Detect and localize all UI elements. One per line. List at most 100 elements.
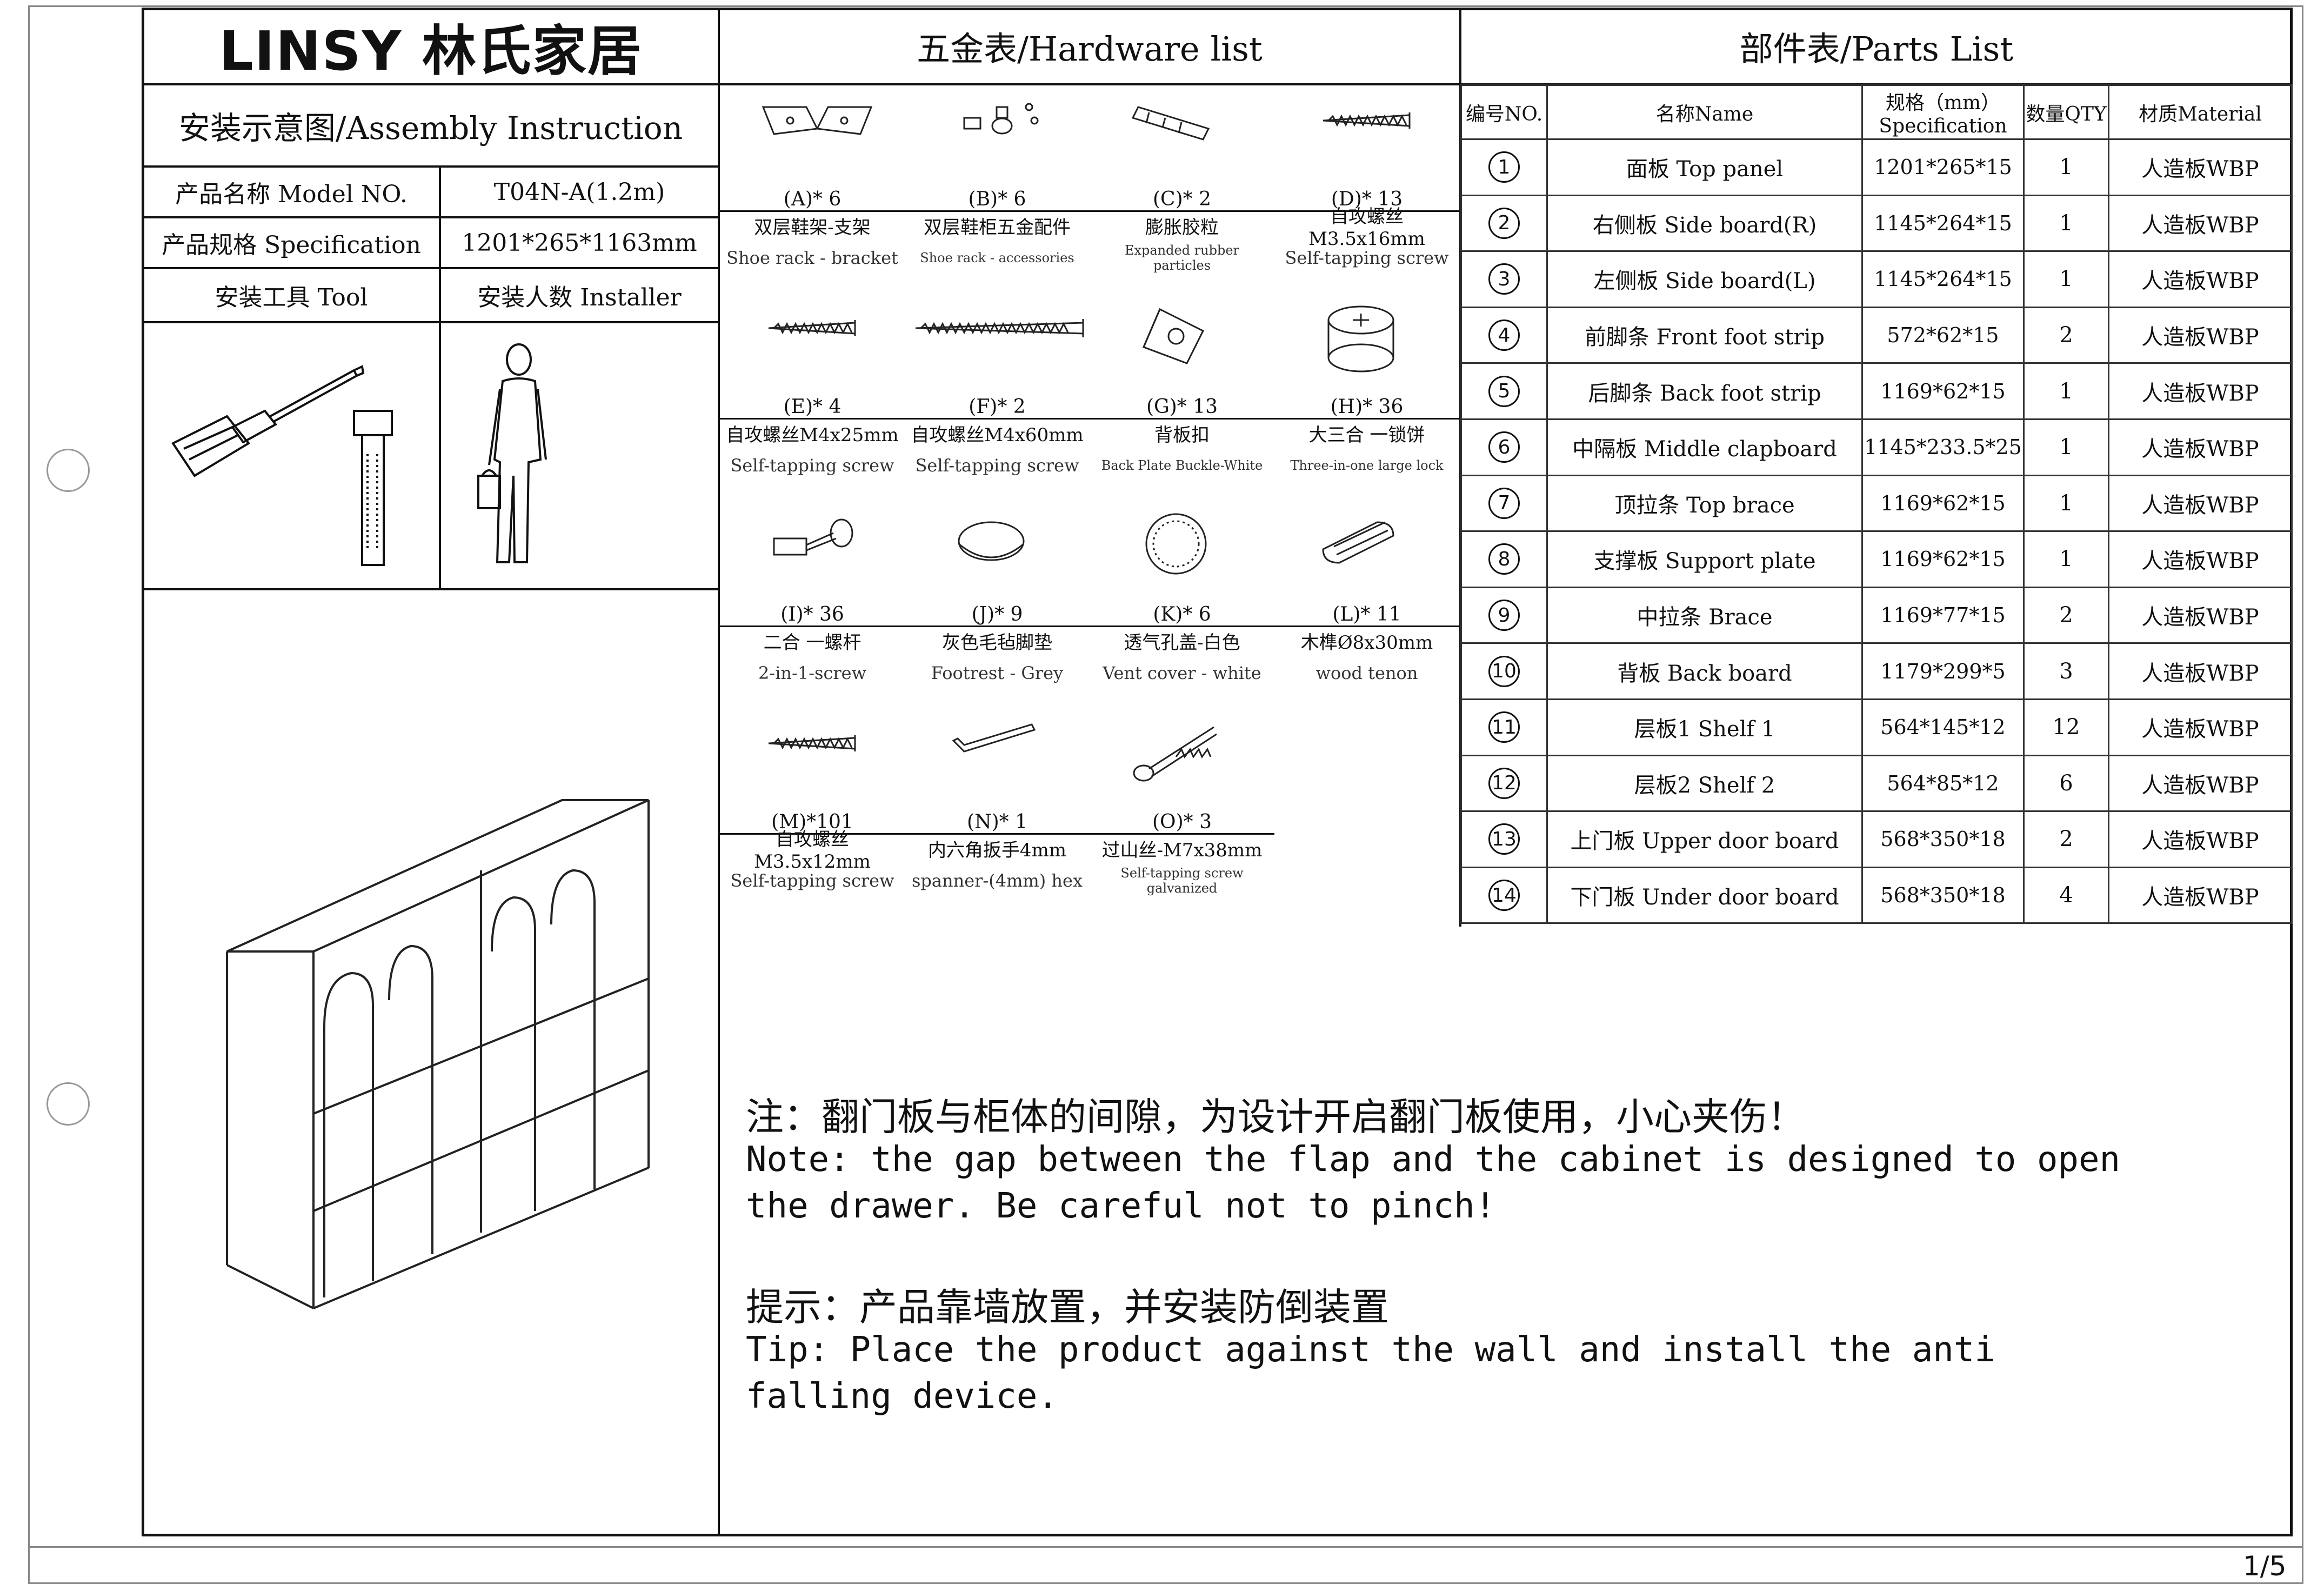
hardware-code: (G)* 13 (1090, 396, 1274, 420)
part-qty: 1 (2023, 194, 2109, 252)
part-name: 后脚条 Back foot strip (1546, 362, 1863, 420)
hardware-name-en: Three-in-one large lock (1290, 458, 1444, 473)
part-no: 12 (1460, 754, 1548, 813)
note-en: Note: the gap between the flap and the c… (746, 1140, 2121, 1226)
hardware-code: (F)* 2 (905, 396, 1090, 420)
hardware-name-cn: 大三合 一锁饼 (1308, 424, 1425, 446)
vent-cover-icon (1145, 513, 1207, 575)
divider (718, 8, 720, 1536)
divider (142, 321, 719, 323)
hardware-name-en: Self-tapping screw (915, 455, 1079, 476)
hardware-item: (J)* 9 灰色毛毡脚垫 Footrest - Grey (905, 501, 1090, 708)
part-name: 下门板 Under door board (1546, 866, 1863, 924)
divider (1459, 8, 1461, 927)
part-no: 1 (1460, 138, 1548, 196)
hardware-code: (L)* 11 (1274, 603, 1459, 627)
part-qty: 6 (2023, 754, 2109, 813)
part-name: 左侧板 Side board(L) (1546, 250, 1863, 308)
screwdriver-hammer-icon (171, 365, 393, 566)
part-no: 5 (1460, 362, 1548, 420)
part-spec: 1169*62*15 (1861, 362, 2025, 420)
hardware-name-cn: 自攻螺丝M4x25mm (726, 424, 899, 446)
part-no: 2 (1460, 194, 1548, 252)
bolt-screw-icon (1133, 726, 1217, 782)
part-material: 人造板WBP (2108, 586, 2293, 644)
part-qty: 2 (2023, 306, 2109, 364)
part-spec: 1169*77*15 (1861, 586, 2025, 644)
part-qty: 1 (2023, 138, 2109, 196)
part-name: 背板 Back board (1546, 642, 1863, 700)
part-material: 人造板WBP (2108, 194, 2293, 252)
col-header-material: 材质Material (2108, 84, 2293, 140)
part-qty: 1 (2023, 418, 2109, 476)
hardware-name-cn: 膨胀胶粒 (1145, 216, 1219, 238)
hardware-code: (K)* 6 (1090, 603, 1274, 627)
hardware-name-en: 2-in-1-screw (758, 663, 866, 683)
part-spec: 1201*265*15 (1861, 138, 2025, 196)
spec-label: 产品规格 Specification (162, 231, 421, 259)
hardware-name-en: Back Plate Buckle-White (1101, 458, 1263, 473)
hardware-list-title: 五金表/Hardware list (917, 29, 1263, 69)
part-spec: 1145*233.5*25 (1861, 418, 2025, 476)
part-spec: 564*85*12 (1861, 754, 2025, 813)
part-material: 人造板WBP (2108, 474, 2293, 533)
part-spec: 1179*299*5 (1861, 642, 2025, 700)
divider (142, 588, 719, 590)
hardware-code: (E)* 4 (720, 396, 905, 420)
part-qty: 2 (2023, 810, 2109, 868)
part-qty: 1 (2023, 250, 2109, 308)
hardware-name-cn: 过山丝-M7x38mm (1101, 839, 1263, 861)
binder-hole-icon (46, 449, 90, 492)
col-header-no: 编号NO. (1460, 84, 1548, 140)
hardware-code: (N)* 1 (905, 811, 1090, 835)
assembly-instruction-title: 安装示意图/Assembly Instruction (178, 110, 683, 147)
spec-value: 1201*265*1163mm (462, 229, 697, 257)
hardware-name-cn: 背板扣 (1154, 424, 1210, 446)
col-header-qty: 数量QTY (2023, 84, 2109, 140)
divider (142, 216, 719, 218)
part-no: 13 (1460, 810, 1548, 868)
part-no: 10 (1460, 642, 1548, 700)
part-material: 人造板WBP (2108, 530, 2293, 588)
hardware-code: (B)* 6 (905, 188, 1090, 212)
long-screw-icon (915, 319, 1084, 337)
hardware-name-cn: 自攻螺丝M3.5x16mm (1308, 205, 1425, 250)
tip-en: Tip: Place the product against the wall … (746, 1330, 1995, 1416)
divider (142, 83, 2293, 85)
hardware-name-en: Shoe rack - accessories (920, 250, 1074, 265)
hardware-code: (O)* 3 (1090, 811, 1274, 835)
part-material: 人造板WBP (2108, 306, 2293, 364)
hex-key-icon (952, 723, 1036, 753)
hardware-code: (I)* 36 (720, 603, 905, 627)
hardware-name-cn: 自攻螺丝M3.5x12mm (754, 828, 871, 873)
part-qty: 3 (2023, 642, 2109, 700)
hardware-name-en: Self-tapping screw (730, 870, 894, 891)
part-material: 人造板WBP (2108, 138, 2293, 196)
part-no: 9 (1460, 586, 1548, 644)
hardware-code: (M)*101 (720, 811, 905, 835)
part-name: 支撑板 Support plate (1546, 530, 1863, 588)
hardware-code: (J)* 9 (905, 603, 1090, 627)
tip-cn: 提示：产品靠墙放置，并安装防倒装置 (746, 1285, 1389, 1329)
model-label: 产品名称 Model NO. (175, 181, 408, 208)
hardware-name-cn: 木榫Ø8x30mm (1300, 631, 1433, 654)
hardware-name-en: wood tenon (1315, 663, 1418, 683)
hardware-name-cn: 灰色毛毡脚垫 (942, 631, 1052, 654)
part-spec: 1145*264*15 (1861, 250, 2025, 308)
part-qty: 1 (2023, 530, 2109, 588)
installer-label: 安装人数 Installer (477, 284, 682, 311)
hardware-name-en: Footrest - Grey (931, 663, 1064, 683)
part-no: 8 (1460, 530, 1548, 588)
